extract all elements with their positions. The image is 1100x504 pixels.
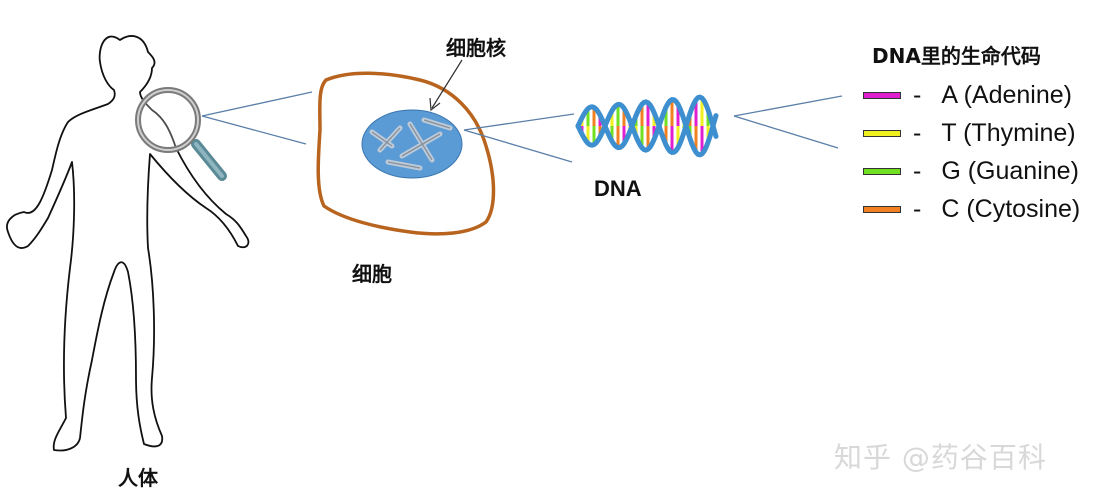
connector-line: [733, 95, 843, 117]
legend-dash: -: [913, 118, 922, 147]
human-body-outline: [6, 35, 250, 452]
base-legend: - A (Adenine) - T (Thymine) - G (Guanine…: [860, 76, 1080, 228]
dna-helix: [575, 94, 719, 158]
green-swatch-icon: [863, 167, 901, 175]
magnifier-icon: [135, 87, 227, 181]
connector-line: [201, 91, 313, 117]
connector-line: [463, 129, 573, 163]
watermark: 知乎 @药谷百科: [834, 441, 1047, 474]
nucleus-pointer-arrow: [429, 59, 463, 112]
legend-label: T (Thymine): [941, 118, 1076, 147]
legend-item-cytosine: - C (Cytosine): [860, 190, 1080, 228]
human-body-label: 人体: [118, 466, 158, 490]
connector-line: [201, 115, 307, 145]
cell-outline: [316, 71, 496, 236]
legend-dash: -: [913, 80, 922, 109]
legend-item-adenine: - A (Adenine): [860, 76, 1080, 114]
connector-line: [733, 115, 839, 149]
yellow-swatch-icon: [863, 129, 901, 137]
legend-label: C (Cytosine): [941, 194, 1081, 223]
cell-label: 细胞: [352, 262, 392, 286]
orange-swatch-icon: [863, 205, 901, 213]
dna-backbone-strand: [575, 94, 719, 155]
magenta-swatch-icon: [863, 91, 901, 99]
dna-backbone-strand: [575, 97, 719, 158]
nucleus-label: 细胞核: [446, 36, 506, 60]
legend-dash: -: [913, 156, 922, 185]
legend-item-thymine: - T (Thymine): [860, 114, 1080, 152]
connector-line: [463, 113, 575, 131]
dna-label: DNA: [594, 176, 642, 201]
legend-dash: -: [913, 194, 922, 223]
legend-label: A (Adenine): [941, 80, 1072, 109]
legend-title: DNA里的生命代码: [872, 44, 1041, 68]
legend-item-guanine: - G (Guanine): [860, 152, 1080, 190]
legend-label: G (Guanine): [941, 156, 1079, 185]
